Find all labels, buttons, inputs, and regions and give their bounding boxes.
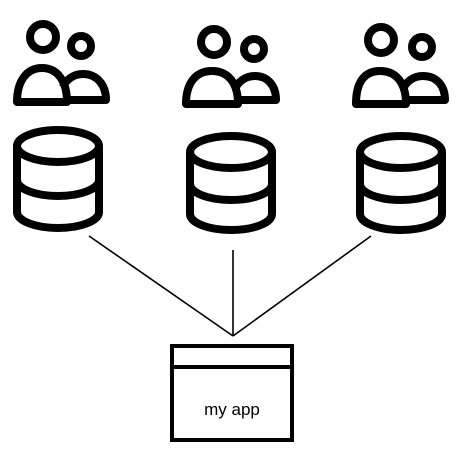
connector-right — [232, 235, 372, 337]
users-icon — [182, 25, 280, 108]
database-icon — [13, 126, 103, 232]
users-icon — [13, 20, 110, 106]
connectors — [88, 235, 372, 337]
tenant-group-3 — [352, 23, 449, 234]
users-icon — [352, 23, 449, 108]
tenant-group-1 — [13, 20, 110, 232]
database-icon — [356, 132, 446, 234]
connector-left — [88, 235, 234, 337]
app-window: my app — [170, 344, 294, 442]
database-icon — [186, 132, 276, 234]
app-label: my app — [204, 400, 260, 419]
app-window-frame — [170, 344, 294, 442]
tenant-group-2 — [182, 25, 280, 234]
